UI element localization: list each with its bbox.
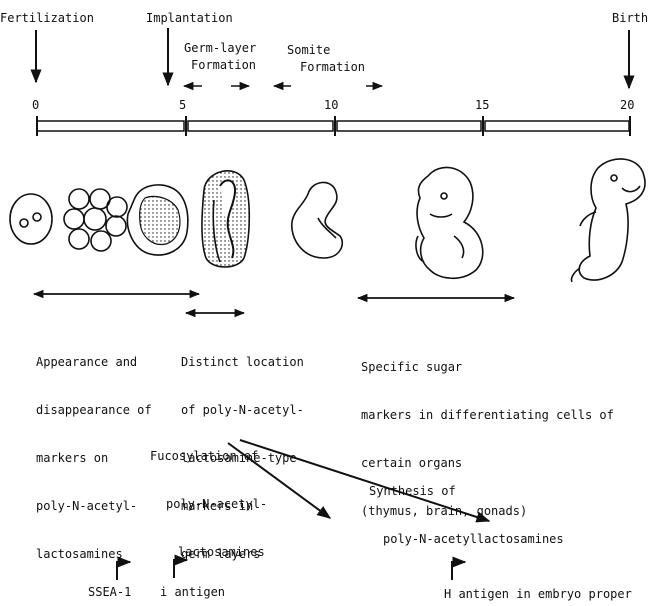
fucosylation-line: lactosamines xyxy=(150,544,267,560)
cleavage-embryo-drawing xyxy=(64,189,127,251)
tick-label: 20 xyxy=(620,98,634,112)
ssea-antigen-label: SSEA-1 xyxy=(88,585,131,599)
fertilization-label: Fertilization xyxy=(0,11,94,25)
synthesis-line: Synthesis of xyxy=(369,483,564,499)
somite-label-line1: Somite xyxy=(287,43,330,57)
tick-label: 10 xyxy=(324,98,338,112)
i-antigen-label: i antigen xyxy=(160,585,225,599)
specific-line: Specific sugar xyxy=(361,359,614,375)
appearance-line: Appearance and xyxy=(36,354,152,370)
tick-label: 15 xyxy=(475,98,489,112)
distinct-line: Distinct location xyxy=(181,354,304,370)
timeline-bar xyxy=(37,116,630,136)
synthesis-label: Synthesis of poly-N-acetyllactosamines xyxy=(369,451,564,579)
appearance-line: disappearance of xyxy=(36,402,152,418)
implantation-label: Implantation xyxy=(146,11,233,25)
specific-line: markers in differentiating cells of xyxy=(361,407,614,423)
gastrula-drawing xyxy=(202,171,249,267)
h-antigen-label: H antigen in embryo proper xyxy=(444,587,632,601)
appearance-description: Appearance and disappearance of markers … xyxy=(36,322,152,594)
appearance-line: lactosamines xyxy=(36,546,152,562)
zygote-drawing xyxy=(10,194,52,244)
tick-label: 0 xyxy=(32,98,39,112)
birth-label: Birth xyxy=(612,11,648,25)
fucosylation-line: poly-N-acetyl- xyxy=(150,496,267,512)
somite-label-line2: Formation xyxy=(300,60,365,74)
germ-layer-label-line2: Formation xyxy=(191,58,256,72)
appearance-line: poly-N-acetyl- xyxy=(36,498,152,514)
blastocyst-drawing xyxy=(127,185,187,255)
somite-stage-embryo-drawing xyxy=(292,182,342,258)
fucosylation-line: Fucosylation of xyxy=(150,448,267,464)
newborn-drawing xyxy=(571,159,645,282)
tick-label: 5 xyxy=(179,98,186,112)
fetus-drawing xyxy=(416,167,483,278)
fucosylation-label: Fucosylation of poly-N-acetyl- lactosami… xyxy=(150,416,267,592)
germ-layer-label-line1: Germ-layer xyxy=(184,41,256,55)
appearance-line: markers on xyxy=(36,450,152,466)
synthesis-line: poly-N-acetyllactosamines xyxy=(369,531,564,547)
